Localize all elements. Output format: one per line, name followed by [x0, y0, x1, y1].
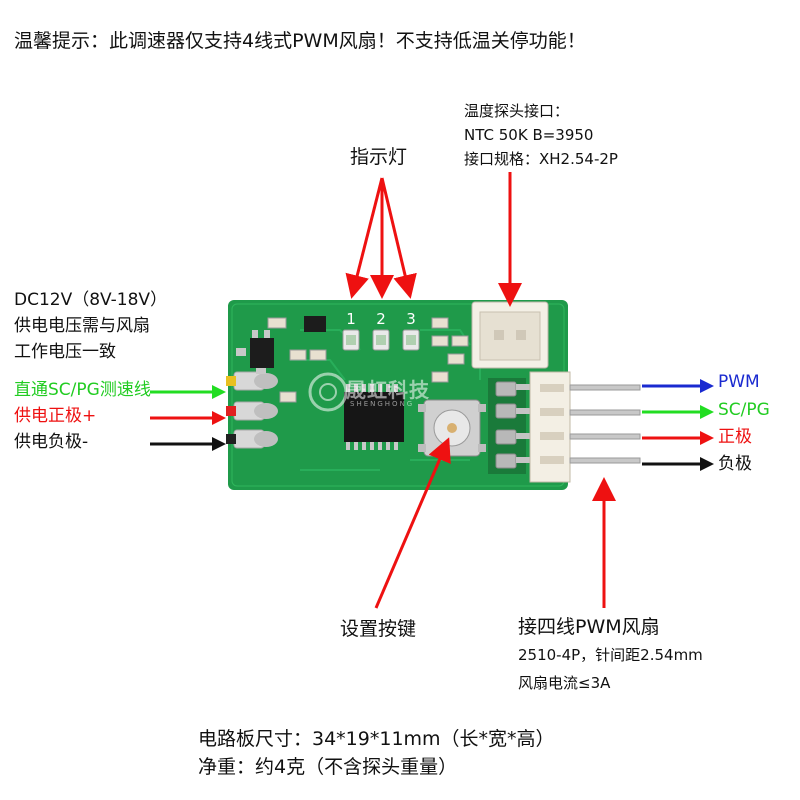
- fan-current: 风扇电流≤3A: [518, 674, 611, 692]
- power-note-2: 工作电压一致: [14, 342, 116, 362]
- sensor-connector: 接口规格：XH2.54-2P: [464, 150, 618, 168]
- board-weight: 净重：约4克（不含探头重量）: [198, 756, 458, 778]
- led-number-1: 1: [346, 310, 356, 328]
- left-wire-arrow-0-head: [212, 385, 226, 399]
- left-wire-positive-label: 供电正极+: [14, 406, 97, 426]
- led-number-3: 3: [406, 310, 416, 328]
- right-wire-arrow-2-head: [700, 431, 714, 445]
- regulator: [250, 330, 274, 374]
- button-arrow: [374, 437, 451, 609]
- right-wire-arrow-3-head: [700, 457, 714, 471]
- sensor-connector: [471, 301, 549, 369]
- right-wire-sc-pg-label: SC/PG: [718, 400, 770, 420]
- right-wire-arrow-0-head: [700, 379, 714, 393]
- board-size: 电路板尺寸：34*19*11mm（长*宽*高）: [198, 728, 555, 750]
- right-wire-arrow-1-head: [700, 405, 714, 419]
- indicator-arrows: [345, 177, 417, 299]
- power-voltage: DC12V（8V-18V）: [14, 290, 168, 310]
- watermark-sub: SHENGHONG: [350, 400, 415, 408]
- right-wire-positive-label: 正极: [718, 427, 752, 447]
- header-notice: 温馨提示：此调速器仅支持4线式PWM风扇！不支持低温关停功能！: [14, 30, 586, 52]
- indicator-label: 指示灯: [350, 146, 408, 168]
- left-pads: [226, 371, 278, 449]
- fan-connector: [488, 371, 641, 483]
- right-wire-pwm-label: PWM: [718, 372, 760, 392]
- indicator-leds: [342, 329, 420, 351]
- left-wire-sc-pg-label: 直通SC/PG测速线: [14, 380, 151, 400]
- watermark: 晟虹科技: [346, 378, 430, 402]
- sensor-title: 温度探头接口：: [464, 102, 570, 120]
- right-wire-arrows: [642, 379, 714, 471]
- sensor-spec: NTC 50K B=3950: [464, 126, 594, 144]
- left-wire-negative-label: 供电负极-: [14, 432, 89, 452]
- left-wire-arrows: [150, 385, 226, 451]
- button-label: 设置按键: [340, 618, 417, 640]
- fan-connector: 2510-4P，针间距2.54mm: [518, 646, 703, 664]
- left-wire-arrow-2-head: [212, 437, 226, 451]
- power-note-1: 供电电压需与风扇: [14, 316, 150, 336]
- led-number-2: 2: [376, 310, 386, 328]
- fan-title: 接四线PWM风扇: [518, 616, 660, 638]
- logo-icon: [308, 372, 348, 412]
- right-wire-negative-label: 负极: [718, 454, 752, 474]
- setup-button: [418, 399, 486, 457]
- mcu-chip: [344, 384, 404, 450]
- left-wire-arrow-1-head: [212, 411, 226, 425]
